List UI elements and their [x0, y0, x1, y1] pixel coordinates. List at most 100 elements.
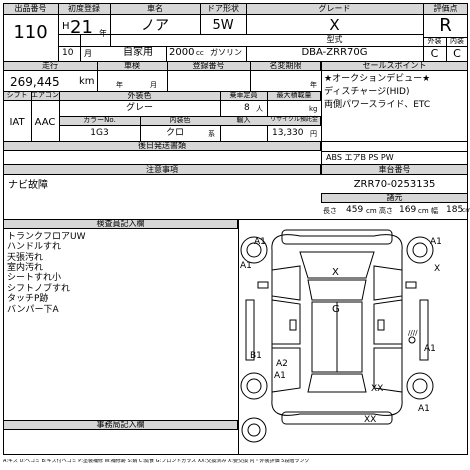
damage-mark: A1 [430, 237, 442, 247]
damage-mark: X [434, 264, 441, 274]
width-value: 185 [446, 205, 464, 215]
color-value: グレー [125, 103, 153, 113]
remark-item: 天張汚れ [7, 253, 44, 263]
damage-mark: A2 [276, 359, 288, 369]
legend-text: A:キズ U:ヘコミ B:キズ付ヘコミ P:塗装補修 W:補修跡 S:錆 C:腐… [3, 459, 310, 464]
score-value: R [439, 15, 452, 36]
height-label: 高さ [379, 207, 393, 215]
ac-value: AAC [34, 117, 56, 128]
lot-label: 出品番号 [14, 4, 47, 13]
width-label: 幅 [431, 207, 438, 215]
shift-label: シフト [6, 91, 28, 99]
score-label: 評価点 [433, 4, 458, 13]
recycle-fee-unit: 円 [310, 130, 317, 138]
mileage-value: 269,445 [10, 75, 60, 89]
doors-label: ドア形状 [207, 4, 239, 13]
dimensions-label: 諸元 [386, 193, 403, 202]
recycle-fee-value: 13,330 [272, 128, 304, 138]
colorno-label: カラーNo. [83, 116, 116, 124]
recycle-fee-label: リサイクル預託金 [270, 116, 318, 123]
insp-year-unit: 年 [116, 81, 123, 89]
exterior-label: 外装 [427, 37, 442, 45]
regno-label: 登録番号 [192, 61, 225, 70]
reg-label: 初度登録 [68, 4, 100, 13]
fuel-value: ガソリン [210, 48, 242, 57]
chassis-label: 車台番号 [378, 165, 411, 174]
interior-label: 内装 [450, 37, 464, 45]
import-label: 輸入 [236, 116, 251, 124]
sales-point-label: セールスポイント [362, 61, 427, 70]
height-value: 169 [399, 205, 417, 215]
cc-value: 2000 [169, 47, 195, 58]
length-unit: cm [366, 207, 377, 215]
cc-unit: cc [196, 49, 204, 57]
reg-month-unit: 月 [84, 49, 92, 58]
remark-item: シートすれ小 [7, 273, 62, 283]
colorno-value: 1G3 [90, 128, 109, 138]
mileage-unit: km [79, 76, 95, 87]
sales-point-line-1: ★オークションデビュー★ [324, 74, 431, 84]
grade-value: X [329, 16, 340, 34]
load-label: 最大積載量 [276, 91, 312, 99]
length-label: 長さ [323, 207, 337, 215]
options-label: 後日発送書類 [138, 141, 186, 150]
inspection-label: 車検 [124, 61, 140, 70]
office-label: 事務局記入欄 [96, 420, 145, 429]
capacity-label: 乗車定員 [229, 91, 258, 99]
recycle-unit: 年 [310, 81, 317, 89]
header-label-strip [3, 3, 468, 15]
type-label: 型式 [326, 35, 343, 44]
notes-value: ナビ故障 [8, 180, 48, 191]
damage-mark: X [332, 267, 339, 278]
exterior-grade: C [430, 47, 439, 60]
damage-mark: A1 [424, 344, 436, 354]
remark-item: シフトノブすれ [7, 284, 71, 294]
chassis-number: ZRR70-0253135 [353, 179, 436, 190]
capacity-unit: 人 [256, 105, 263, 113]
sales-point-line-3: 両側パワースライド、ETC [324, 100, 431, 110]
remark-item: トランクフロアUW [7, 232, 86, 242]
type-value: DBA-ZRR70G [301, 47, 368, 58]
damage-mark: A1 [274, 371, 286, 381]
damage-mark: A1 [240, 261, 252, 271]
damage-mark: XX [364, 415, 377, 425]
reg-year: 21 [70, 17, 93, 38]
notes-label: 注意事項 [146, 165, 178, 174]
model-label: 車名 [147, 4, 163, 13]
damage-mark: G [332, 304, 340, 315]
model-name: ノア [141, 18, 169, 34]
damage-mark: A1 [418, 404, 430, 414]
load-unit: kg [309, 105, 318, 113]
lot-number: 110 [13, 22, 48, 43]
doors-value: 5W [212, 18, 234, 33]
sales-point-line-2: ディスチャージ(HID) [324, 87, 410, 97]
damage-mark: XX [371, 384, 384, 394]
width-unit: cm [462, 207, 470, 214]
hatch-mark: //// [408, 329, 418, 337]
remark-item: バンパー下A [7, 305, 59, 315]
damage-mark: A1 [254, 237, 266, 247]
color-label: 外装色 [127, 91, 152, 100]
capacity-value: 8 [244, 103, 250, 113]
damage-mark: B1 [250, 351, 262, 361]
grade-label: グレード [318, 4, 351, 13]
shift-value: IAT [9, 117, 25, 128]
mileage-label: 走行 [42, 61, 58, 70]
remark-item: タッチP跡 [7, 294, 49, 304]
length-value: 459 [346, 205, 364, 215]
reg-month: 10 [62, 48, 74, 58]
reg-year-unit: 年 [99, 29, 107, 38]
remarks-label: 検査員記入欄 [96, 219, 145, 228]
use-value: 自家用 [123, 47, 153, 58]
intcolor-suffix: 系 [208, 130, 215, 138]
recycle-label: 名変期限 [269, 61, 302, 70]
insp-month-unit: 月 [150, 81, 157, 89]
remark-item: 室内汚れ [7, 263, 44, 273]
intcolor-label: 内装色 [169, 116, 191, 124]
interior-grade: C [453, 47, 461, 60]
height-unit: cm [418, 207, 429, 215]
equipment-value: ABS エアB PS PW [326, 153, 394, 162]
reg-era: H [62, 21, 70, 32]
